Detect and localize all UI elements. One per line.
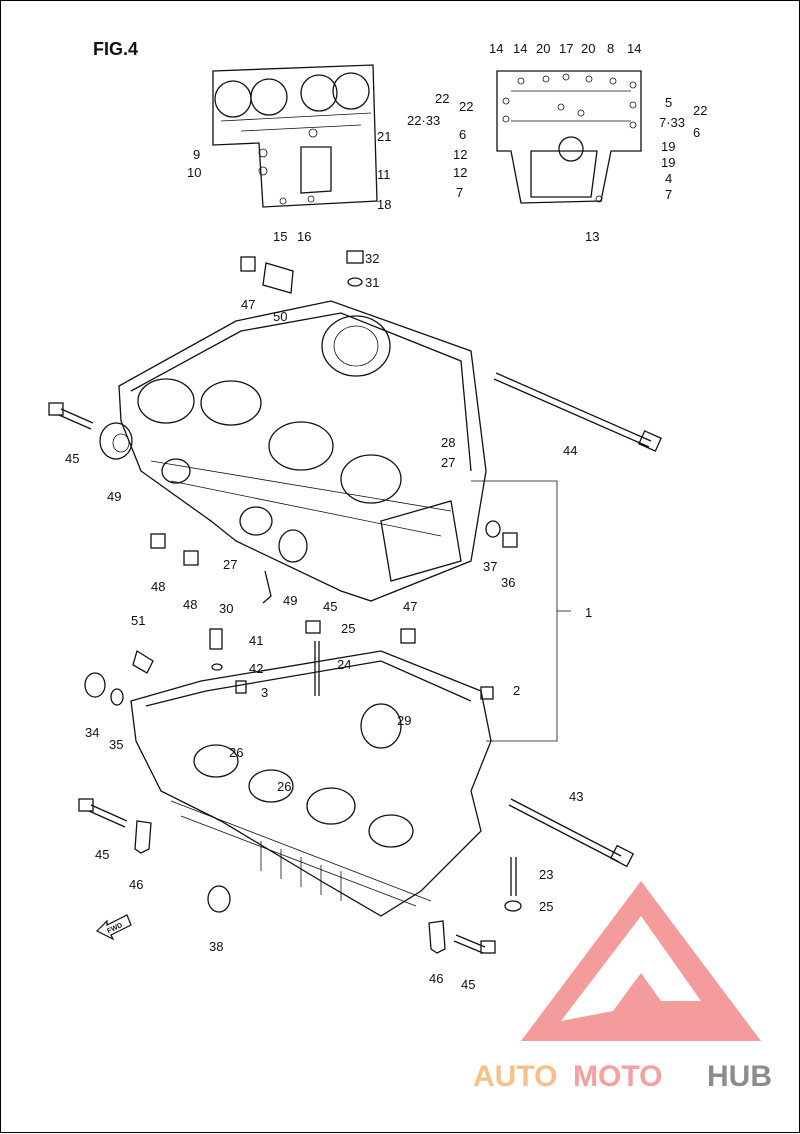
part-label-44: 45 [323,599,337,614]
part-label-13: 7 [456,185,463,200]
part-label-38: 27 [441,455,455,470]
part-label-25: 21 [377,129,391,144]
part-label-63: 43 [569,789,583,804]
forward-arrow-icon: FWD [95,914,132,941]
part-label-20: 4 [665,171,672,186]
part-label-65: 25 [539,899,553,914]
part-label-55: 2 [513,683,520,698]
part-label-11: 12 [453,147,467,162]
part-label-10: 6 [459,127,466,142]
part-label-23: 9 [193,147,200,162]
part-label-4: 20 [581,41,595,56]
part-label-8: 22 [459,99,473,114]
part-label-2: 20 [536,41,550,56]
upper-crankcase [118,300,487,602]
part-label-7: 22 [435,91,449,106]
part-label-14: 5 [665,95,672,110]
part-label-40: 48 [183,597,197,612]
part-label-29: 16 [297,229,311,244]
part-label-12: 12 [453,165,467,180]
part-label-56: 29 [397,713,411,728]
part-label-66: 38 [209,939,223,954]
part-label-48: 1 [585,605,592,620]
part-label-3: 17 [559,41,573,56]
part-label-57: 34 [85,725,99,740]
part-label-61: 45 [95,847,109,862]
lower-crankcase [130,650,492,917]
part-label-32: 47 [241,297,255,312]
part-label-18: 19 [661,139,675,154]
part-label-37: 28 [441,435,455,450]
part-label-39: 48 [151,579,165,594]
part-label-16: 7·33 [659,115,685,130]
part-label-36: 49 [107,489,121,504]
part-label-28: 15 [273,229,287,244]
part-label-60: 26 [277,779,291,794]
automotohub-logo: AUTO MOTO HUB [473,881,772,1093]
part-label-62: 46 [129,877,143,892]
part-label-33: 50 [273,309,287,324]
part-label-27: 18 [377,197,391,212]
part-label-42: 30 [219,601,233,616]
figure-title: FIG.4 [93,39,138,59]
part-label-26: 11 [377,167,391,182]
part-label-0: 14 [489,41,503,56]
part-label-41: 27 [223,557,237,572]
part-label-67: 46 [429,971,443,986]
inset-top-view-left [212,64,378,208]
part-label-43: 49 [283,593,297,608]
part-label-64: 23 [539,867,553,882]
part-label-50: 41 [249,633,263,648]
watermark-moto: MOTO [573,1060,662,1093]
hardware [48,250,662,954]
part-label-45: 37 [483,559,497,574]
part-label-49: 51 [131,613,145,628]
part-label-35: 45 [65,451,79,466]
part-label-51: 42 [249,661,263,676]
part-label-15: 22 [693,103,707,118]
part-label-53: 25 [341,621,355,636]
part-label-68: 45 [461,977,475,992]
part-label-22: 13 [585,229,599,244]
part-label-9: 22·33 [407,113,440,128]
part-label-6: 14 [627,41,641,56]
part-label-21: 7 [665,187,672,202]
part-label-24: 10 [187,165,201,180]
part-label-59: 26 [229,745,243,760]
part-label-54: 24 [337,657,351,672]
part-label-46: 36 [501,575,515,590]
part-label-47: 47 [403,599,417,614]
part-label-58: 35 [109,737,123,752]
part-label-52: 3 [261,685,268,700]
part-label-17: 6 [693,125,700,140]
part-label-19: 19 [661,155,675,170]
watermark-hub: HUB [707,1060,772,1093]
part-label-5: 8 [607,41,614,56]
part-label-1: 14 [513,41,527,56]
part-label-34: 44 [563,443,577,458]
watermark-auto: AUTO [473,1060,557,1093]
inset-bolt-pattern-right [496,70,642,204]
part-label-30: 32 [365,251,379,266]
part-label-31: 31 [365,275,379,290]
